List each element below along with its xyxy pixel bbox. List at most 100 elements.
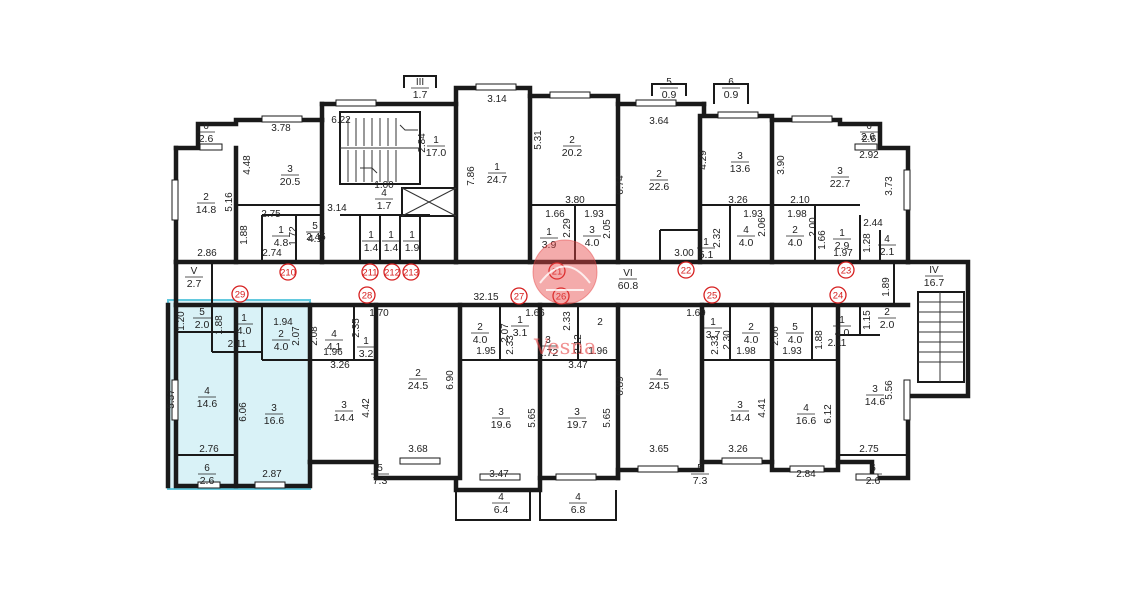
apartment-marker[interactable]: 23 [837,261,855,279]
dimension-label: 1.88 [814,330,825,350]
dimension-label: 2.33 [710,335,721,355]
room-label: 60.9 [722,77,740,101]
room-label: 320.5 [280,164,301,188]
dimension-labels: 3.783.146.222.847.865.313.642.62.924.485… [166,94,895,480]
dimension-label: 1.00 [374,180,394,191]
apartment-marker-label: 29 [235,289,246,300]
room-label: 314.4 [730,400,751,424]
room-area: 19.6 [491,419,512,431]
dimension-label: 2.07 [291,326,302,346]
apartment-marker[interactable]: 22 [677,261,695,279]
dimension-label: 5.57 [166,389,177,409]
room-area: 7.3 [373,475,388,487]
room-number: 1 [494,162,500,173]
room-area: 4.0 [835,327,850,339]
dimension-label: 5.56 [884,380,895,400]
room-number: 5 [199,307,205,318]
room-label: 44.0 [737,225,755,249]
room-label: 14.0 [833,315,851,339]
room-label: 313.6 [730,151,751,175]
room-number: 4 [498,492,504,503]
room-number: 3 [271,403,277,414]
room-number: 1 [368,230,374,241]
apartment-marker[interactable]: 212 [383,263,401,281]
apartment-marker-label: 27 [514,291,525,302]
room-area: 7.3 [693,475,708,487]
dimension-label: 1.72 [288,226,299,246]
room-number: 2 [569,135,575,146]
room-area: 1.4 [364,242,379,254]
watermark-text: Vesna [533,335,597,359]
room-label: 62.6 [197,121,215,145]
dimension-label: 1.98 [787,209,807,220]
apartment-marker[interactable]: 24 [829,286,847,304]
room-area: 2.6 [866,475,881,487]
apartment-marker[interactable]: 29 [231,285,249,303]
stair-upper [339,111,421,185]
room-number: 4 [204,386,210,397]
dimension-label: 1.20 [176,311,187,331]
dimension-label: 2.29 [562,218,573,238]
room-label: 52.0 [193,307,211,331]
dimension-label: 1.89 [881,277,892,297]
apartment-marker[interactable]: 27 [510,287,528,305]
room-area: 2.6 [862,133,877,145]
apartment-marker[interactable]: 213 [402,263,420,281]
dimension-label: 2.87 [262,469,282,480]
room-label: 14.0 [235,313,253,337]
dimension-label: 5.16 [224,192,235,212]
dimension-label: 3.80 [565,195,585,206]
room-label: 22.0 [878,307,896,331]
dimension-label: 7.86 [466,166,477,186]
dimension-label: 2.86 [197,248,217,259]
apartment-marker-label: 24 [833,290,844,301]
dimension-label: 5.65 [527,408,538,428]
elevator [401,187,457,217]
room-area: 2.7 [187,278,202,290]
dimension-label: 2.6 [861,132,875,143]
room-area: 4.0 [237,325,252,337]
dimension-label: 6.12 [823,404,834,424]
dimension-label: 32.15 [473,292,498,303]
room-label: 41.7 [375,188,393,212]
room-area: 14.6 [197,398,218,410]
apartment-marker[interactable]: 25 [703,286,721,304]
room-label: 224.5 [408,368,429,392]
room-number: VI [623,268,632,279]
apartment-marker[interactable]: 210 [279,263,297,281]
lower-interior-walls [176,302,908,489]
room-label: 13.7 [704,317,722,341]
dimension-label: 6.22 [331,115,351,126]
room-number: IV [929,265,939,276]
dimension-label: 1.70 [369,308,389,319]
room-area: 20.2 [562,147,583,159]
room-number: 3 [341,400,347,411]
dimension-label: 2.10 [790,195,810,206]
room-label: 11.9 [403,230,421,254]
room-area: 3.1 [513,327,528,339]
dimension-label: 1.88 [239,225,250,245]
room-label: 12.9 [833,228,851,252]
room-number: 3 [287,164,293,175]
apartment-marker-label: 25 [707,290,718,301]
room-label: 50.9 [660,77,678,101]
dimension-label: 2.32 [712,228,723,248]
room-area: 4.0 [274,341,289,353]
room-number: 3 [498,407,504,418]
room-label: 2 [597,317,603,328]
dimension-label: 6.06 [238,402,249,422]
room-label: 124.7 [487,162,508,186]
room-number: 2.45 [306,232,326,243]
apartment-marker[interactable]: 28 [358,286,376,304]
room-area: 4.0 [744,334,759,346]
room-area: 4.0 [585,237,600,249]
room-number: 1 [278,225,284,236]
apartment-marker[interactable]: 211 [361,263,379,281]
dimension-label: 2.05 [602,219,613,239]
dimension-label: 3.26 [728,195,748,206]
room-number: 3 [589,225,595,236]
room-label: 57.3 [371,463,389,487]
room-label: 62.6 [860,121,878,145]
room-area: 0.9 [724,89,739,101]
